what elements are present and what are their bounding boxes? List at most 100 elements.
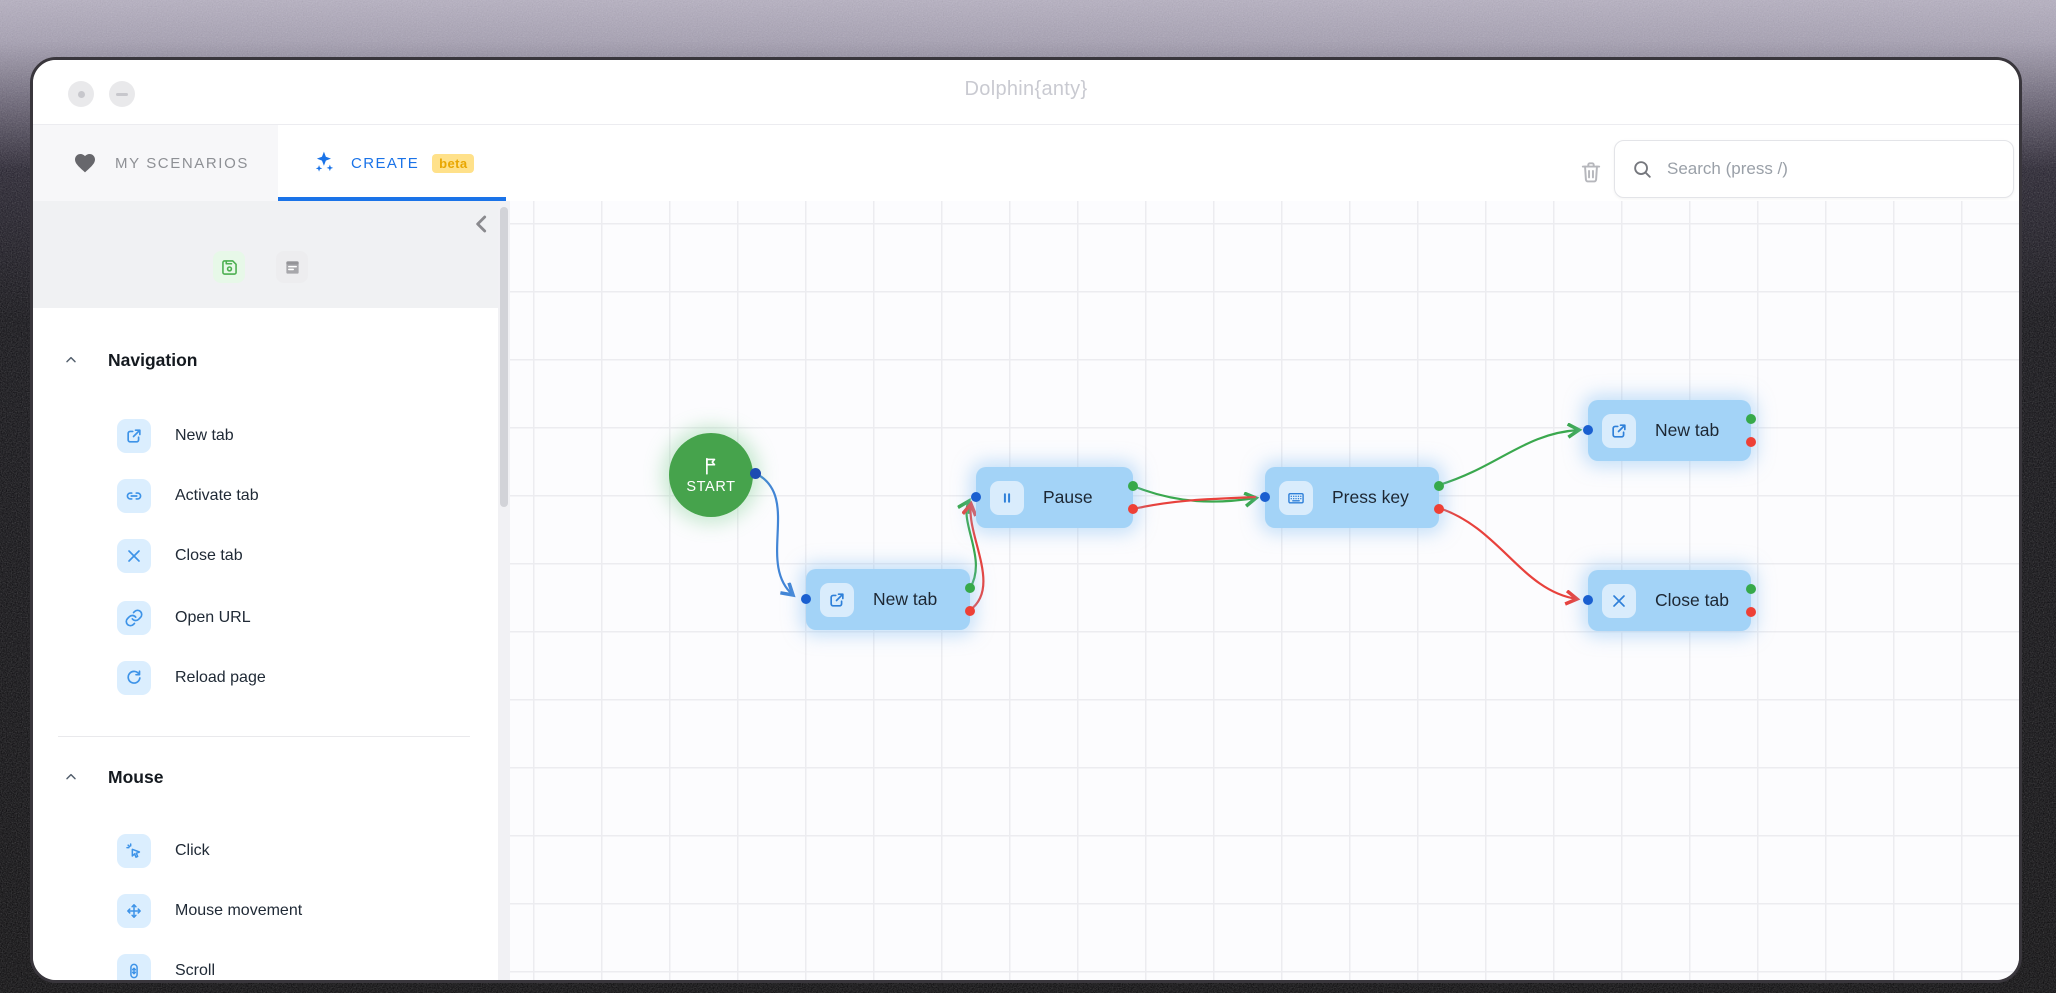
sidebar-item-label: Click [175,842,210,859]
title-bar: Dolphin{anty} [33,60,2019,125]
move-icon [117,894,151,928]
active-tab-indicator [278,197,506,201]
search-icon [1631,158,1653,180]
node-new-tab-2[interactable]: New tab [1583,400,1756,461]
sidebar-item-close-tab[interactable]: Close tab [33,536,498,576]
node-close-tab[interactable]: Close tab [1583,570,1756,631]
sidebar-item-label: Reload page [175,669,266,686]
sidebar-item-reload-page[interactable]: Reload page [33,658,498,698]
start-node[interactable]: START [669,433,753,517]
node-label: New tab [873,589,938,609]
tab-my-scenarios[interactable]: MY SCENARIOS [33,125,278,201]
scroll-icon [117,954,151,980]
input-port[interactable] [1583,425,1593,435]
chevron-left-icon [469,211,495,237]
window-close-button[interactable] [68,81,94,107]
search-input[interactable] [1665,158,2013,180]
sidebar-item-label: Activate tab [175,487,259,504]
scrollbar-thumb[interactable] [500,207,508,507]
collapse-sidebar-button[interactable] [468,211,496,239]
edges-layer [754,201,2019,611]
pause-icon [990,480,1024,515]
chevron-up-icon [63,769,79,785]
output-port-error[interactable] [1434,504,1444,514]
edge-presskey-error-to-closetab [1438,506,1577,599]
form-icon [282,257,303,278]
output-port-success[interactable] [965,583,975,593]
output-port-error[interactable] [1128,504,1138,514]
node-label: Close tab [1655,590,1729,610]
app-window: Dolphin{anty} MY SCENARIOS CREATE beta [30,57,2022,983]
section-title: Navigation [108,349,198,370]
node-label: Pause [1043,487,1093,507]
link-icon [117,479,151,513]
flag-icon [700,455,722,477]
sidebar-item-label: Mouse movement [175,902,303,919]
sidebar-item-new-tab[interactable]: New tab [33,416,498,456]
start-node-label: START [686,479,736,495]
window-minimize-button[interactable] [109,81,135,107]
sidebar-item-mouse-movement[interactable]: Mouse movement [33,891,498,931]
trash-icon [1578,159,1604,185]
beta-badge: beta [432,153,475,173]
blocks-sidebar: Navigation New tab Activate tab Close ta… [33,201,498,980]
node-pause[interactable]: Pause [971,467,1138,528]
sidebar-item-label: Scroll [175,962,216,979]
cursor-click-icon [117,834,151,868]
tab-create[interactable]: CREATE beta [278,125,528,201]
input-port[interactable] [971,492,981,502]
output-port-error[interactable] [1746,607,1756,617]
section-divider [58,736,470,737]
close-icon [117,539,151,573]
sidebar-item-open-url[interactable]: Open URL [33,598,498,638]
section-navigation-header[interactable]: Navigation [33,343,498,377]
node-label: Press key [1332,487,1409,507]
keyboard-icon [1279,480,1313,515]
output-port-success[interactable] [1746,584,1756,594]
output-port-error[interactable] [965,606,975,616]
input-port[interactable] [1260,492,1270,502]
close-icon [1602,583,1636,618]
external-link-icon [1602,413,1636,448]
tab-create-label: CREATE [351,154,420,172]
external-link-icon [820,582,854,617]
save-scenario-button[interactable] [213,251,245,283]
minimize-glyph [116,92,128,96]
trash-button[interactable] [1577,159,1605,187]
tab-my-scenarios-label: MY SCENARIOS [115,154,249,172]
save-icon [219,257,240,278]
output-port-success[interactable] [1434,481,1444,491]
chain-icon [117,601,151,635]
close-glyph [77,90,85,98]
sidebar-scrollbar[interactable] [498,201,510,980]
section-mouse-header[interactable]: Mouse [33,760,498,794]
external-link-icon [117,419,151,453]
input-port[interactable] [1583,595,1593,605]
sidebar-item-scroll[interactable]: Scroll [33,951,498,980]
section-title: Mouse [108,766,164,787]
sidebar-item-label: New tab [175,427,234,444]
scenario-canvas[interactable]: START New tab Pause Press key [510,201,2019,980]
sidebar-toolbar [33,201,498,308]
scenario-details-button[interactable] [276,251,308,283]
tab-bar: MY SCENARIOS CREATE beta [33,125,2019,201]
search-box[interactable] [1614,140,2014,198]
app-title: Dolphin{anty} [964,78,1088,100]
input-port[interactable] [801,594,811,604]
edge-start-to-newtab1 [754,472,793,595]
node-press-key[interactable]: Press key [1260,467,1444,528]
edge-pause-error-to-presskey [1132,495,1257,511]
sidebar-item-activate-tab[interactable]: Activate tab [33,476,498,516]
heart-icon [73,151,97,175]
sidebar-item-label: Close tab [175,547,243,564]
sparkles-icon [312,150,338,176]
output-port-success[interactable] [1128,481,1138,491]
output-port-success[interactable] [1746,414,1756,424]
reload-icon [117,661,151,695]
output-port-error[interactable] [1746,437,1756,447]
node-label: New tab [1655,420,1720,440]
node-new-tab-1[interactable]: New tab [801,569,975,630]
start-output-port[interactable] [750,468,761,479]
sidebar-item-click[interactable]: Click [33,831,498,871]
